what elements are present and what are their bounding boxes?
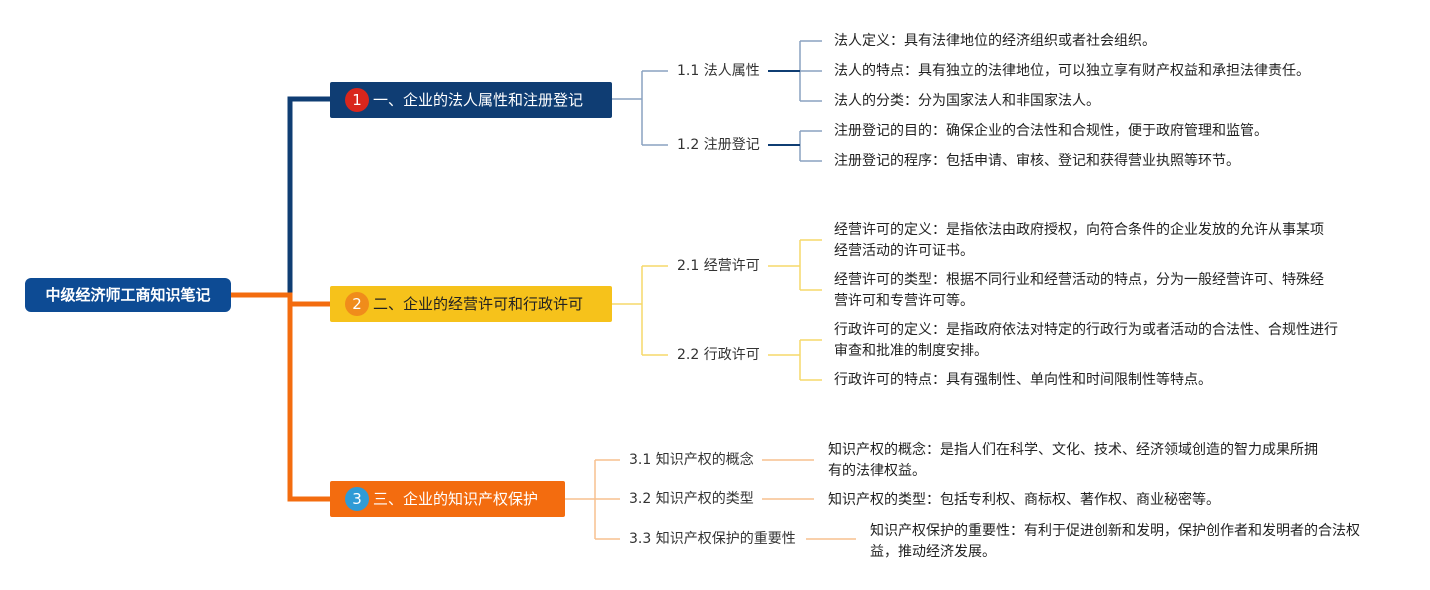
sub-node-3-2[interactable]: 3.2 知识产权的类型 [629,491,754,507]
sub-node-3-3[interactable]: 3.3 知识产权保护的重要性 [629,531,796,547]
number-badge-3: 3 [345,487,369,511]
leaf-2-2-1[interactable]: 行政许可的定义：是指政府依法对特定的行政行为或者活动的合法性、合规性进行审查和批… [834,322,1338,359]
leaf-1-1-3[interactable]: 法人的分类：分为国家法人和非国家法人。 [834,93,1100,109]
number-badge-1: 1 [345,88,369,112]
leaf-1-2-2[interactable]: 注册登记的程序：包括申请、审核、登记和获得营业执照等环节。 [834,153,1240,169]
leaf-1-1-2[interactable]: 法人的特点：具有独立的法律地位，可以独立享有财产权益和承担法律责任。 [834,63,1310,79]
sub-node-2-1[interactable]: 2.1 经营许可 [677,258,760,274]
branch-1-node[interactable]: 1 一、企业的法人属性和注册登记 [330,82,612,118]
leaf-1-1-1[interactable]: 法人定义：具有法律地位的经济组织或者社会组织。 [834,33,1156,49]
connector-root-to-branch-1 [231,96,330,298]
branch-3-label: 三、企业的知识产权保护 [373,490,539,508]
branch-2-label: 二、企业的经营许可和行政许可 [373,295,584,313]
leaf-3-2-1[interactable]: 知识产权的类型：包括专利权、商标权、著作权、商业秘密等。 [828,492,1220,508]
branch-2-node[interactable]: 2 二、企业的经营许可和行政许可 [330,286,612,322]
sub-node-1-2[interactable]: 1.2 注册登记 [677,137,760,153]
leaf-1-2-1[interactable]: 注册登记的目的：确保企业的合法性和合规性，便于政府管理和监管。 [834,123,1268,139]
connector-root-to-branch-3 [231,292,330,502]
leaf-3-3-1[interactable]: 知识产权保护的重要性：有利于促进创新和发明，保护创作者和发明者的合法权益，推动经… [870,523,1360,560]
number-badge-2: 2 [345,292,369,316]
sub-node-2-2[interactable]: 2.2 行政许可 [677,347,760,363]
sub-node-1-1[interactable]: 1.1 法人属性 [677,63,760,79]
leaf-2-2-2[interactable]: 行政许可的特点：具有强制性、单向性和时间限制性等特点。 [834,372,1212,388]
root-node[interactable]: 中级经济师工商知识笔记 [25,278,231,312]
connector-sub-2-2-leaves [768,339,822,381]
leaf-2-1-2[interactable]: 经营许可的类型：根据不同行业和经营活动的特点，分为一般经营许可、特殊经营许可和专… [834,272,1324,309]
sub-node-3-1[interactable]: 3.1 知识产权的概念 [629,452,754,468]
branch-3-node[interactable]: 3 三、企业的知识产权保护 [330,481,565,517]
branch-1-label: 一、企业的法人属性和注册登记 [373,91,584,109]
leaf-3-1-1[interactable]: 知识产权的概念：是指人们在科学、文化、技术、经济领域创造的智力成果所拥有的法律权… [828,442,1318,479]
connector-branch-3-subs [565,459,620,540]
connector-branch-2-subs [612,265,668,356]
leaf-2-1-1[interactable]: 经营许可的定义：是指依法由政府授权，向符合条件的企业发放的允许从事某项经营活动的… [834,222,1324,259]
connector-sub-2-1-leaves [768,239,822,291]
connector-branch-1-subs [612,70,668,146]
